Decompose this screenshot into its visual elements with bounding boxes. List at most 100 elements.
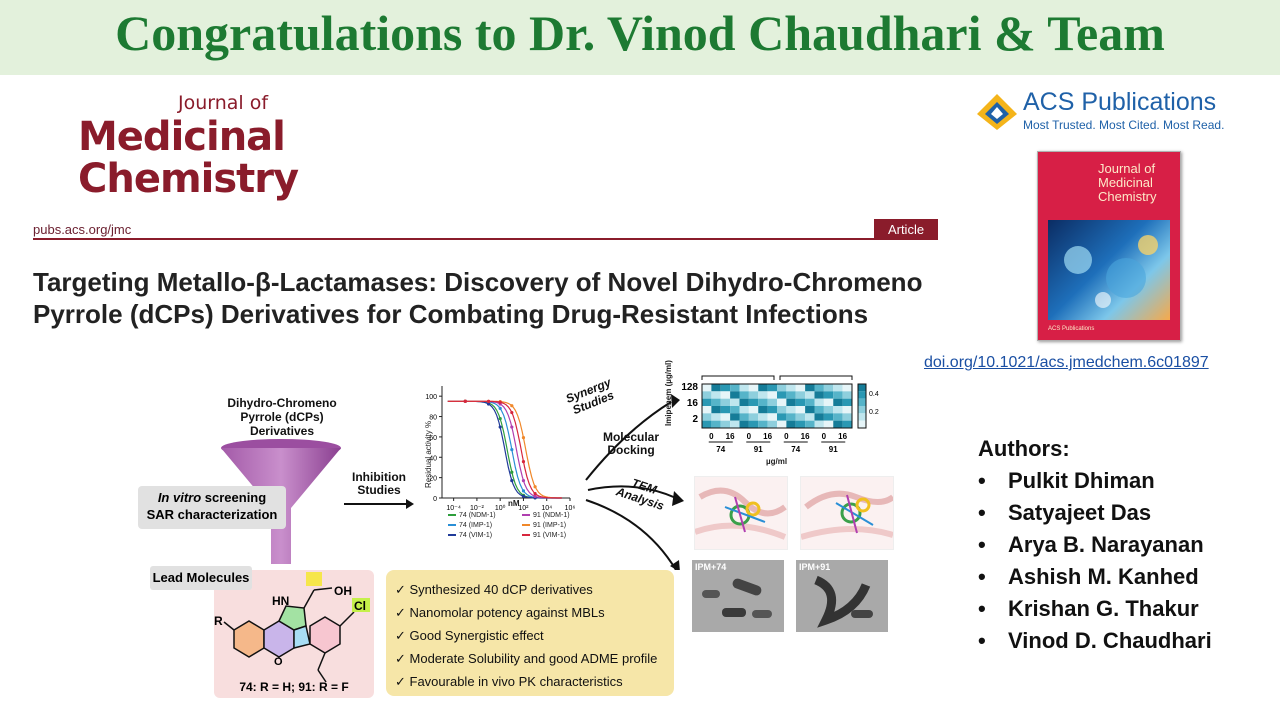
heatmap-cell bbox=[720, 384, 731, 392]
legend-label: 91 (VIM-1) bbox=[533, 532, 567, 539]
legend-swatch bbox=[522, 514, 530, 517]
heatmap-group-label: 91 bbox=[829, 445, 838, 454]
heatmap-cell bbox=[842, 420, 852, 428]
tem-image-label: IPM+91 bbox=[799, 562, 831, 572]
acs-logo: ACS Publications Most Trusted. Most Cite… bbox=[975, 88, 1225, 138]
heatmap-x-tick: 0 bbox=[822, 432, 827, 441]
heatmap-cell bbox=[823, 406, 834, 414]
data-point bbox=[521, 436, 526, 440]
colorbar-tick: 0.2 bbox=[869, 409, 879, 416]
heatmap-cell bbox=[702, 398, 712, 406]
heatmap-x-tick: 16 bbox=[801, 432, 810, 441]
x-tick-label: 10² bbox=[518, 505, 529, 512]
x-tick-label: 10⁻² bbox=[470, 505, 484, 512]
heatmap-cell bbox=[805, 420, 815, 428]
cover-artwork bbox=[1048, 220, 1170, 320]
heatmap-frame bbox=[701, 383, 853, 429]
heatmap-x-tick: 16 bbox=[838, 432, 847, 441]
heatmap-cell bbox=[739, 406, 749, 414]
heatmap-cell bbox=[748, 406, 759, 414]
heatmap-cell bbox=[730, 391, 740, 399]
heatmap-cell bbox=[702, 384, 712, 392]
legend-swatch bbox=[522, 534, 530, 537]
heatmap-cell bbox=[730, 406, 740, 414]
heatmap-y-tick: 128 bbox=[681, 382, 698, 393]
journal-site-link[interactable]: pubs.acs.org/jmc bbox=[33, 222, 132, 237]
heatmap-y-tick: 2 bbox=[692, 414, 698, 425]
data-point bbox=[498, 417, 502, 421]
heatmap-cell bbox=[758, 406, 768, 414]
heatmap-cell bbox=[795, 398, 806, 406]
data-point bbox=[510, 404, 514, 408]
article-type-badge: Article bbox=[874, 219, 938, 240]
heatmap-group-label: 74 bbox=[716, 445, 725, 454]
y-tick-label: 20 bbox=[429, 476, 437, 483]
heatmap-cell bbox=[711, 420, 721, 428]
heatmap-cell bbox=[767, 391, 777, 399]
legend-swatch bbox=[522, 524, 530, 527]
data-point bbox=[533, 485, 537, 489]
summary-list: ✓ Synthesized 40 dCP derivatives ✓ Nanom… bbox=[395, 578, 674, 693]
heatmap-cell bbox=[823, 391, 834, 399]
heatmap-cell bbox=[842, 391, 852, 399]
tem-image-label: IPM+74 bbox=[695, 562, 727, 572]
heatmap-cell bbox=[720, 413, 731, 421]
dose-chart-ylabel: Residual activity % bbox=[424, 420, 433, 488]
heatmap-x-tick: 0 bbox=[784, 432, 789, 441]
banner bbox=[0, 0, 1280, 75]
fan-arrows-icon bbox=[585, 394, 684, 570]
heatmap-cell bbox=[702, 420, 712, 428]
heatmap-cell bbox=[758, 413, 768, 421]
heatmap-cell bbox=[777, 391, 787, 399]
data-point bbox=[486, 399, 491, 403]
colorbar-segment bbox=[858, 406, 866, 414]
heatmap-cell bbox=[823, 420, 834, 428]
data-point bbox=[510, 470, 514, 474]
heatmap-cell bbox=[739, 420, 749, 428]
docking-pose-icon bbox=[693, 487, 787, 540]
heatmap-cell bbox=[777, 420, 787, 428]
data-point bbox=[521, 494, 526, 498]
legend-swatch bbox=[448, 514, 456, 517]
journal-cover: Journal of Medicinal Chemistry ACS Publi… bbox=[1037, 151, 1181, 341]
group-bracket bbox=[779, 375, 853, 380]
heatmap-cell bbox=[795, 420, 806, 428]
heatmap-cell bbox=[786, 384, 796, 392]
journal-logo-line1: Journal of bbox=[178, 92, 269, 114]
heatmap-cell bbox=[805, 406, 815, 414]
heatmap-x-tick: 16 bbox=[763, 432, 772, 441]
heatmap-cell bbox=[777, 406, 787, 414]
data-point bbox=[498, 406, 502, 410]
acs-emblem-icon bbox=[977, 94, 1017, 130]
colorbar-segment bbox=[858, 391, 866, 399]
heatmap-cell bbox=[711, 384, 721, 392]
header-rule bbox=[33, 238, 938, 240]
journal-logo-line2: Medicinal bbox=[78, 114, 286, 160]
doi-link[interactable]: doi.org/10.1021/acs.jmedchem.6c01897 bbox=[924, 354, 1209, 371]
heatmap-cell bbox=[786, 413, 796, 421]
heatmap-cell bbox=[758, 384, 768, 392]
data-point bbox=[510, 410, 514, 415]
heatmap-cell bbox=[748, 420, 759, 428]
heatmap-cell bbox=[748, 384, 759, 392]
docking-image-74 bbox=[693, 476, 788, 550]
colorbar-frame bbox=[857, 383, 867, 429]
heatmap-cell bbox=[833, 384, 843, 392]
heatmap-cell bbox=[805, 398, 815, 406]
heatmap-group-label: 91 bbox=[754, 445, 763, 454]
toc-graphic: Dihydro-Chromeno Pyrrole (dCPs) Derivati… bbox=[130, 360, 900, 705]
data-point bbox=[533, 491, 537, 496]
heatmap-cell bbox=[786, 398, 796, 406]
y-tick-label: 0 bbox=[433, 496, 437, 503]
heatmap-cell bbox=[805, 384, 815, 392]
legend-entry: 74 (IMP-1) bbox=[448, 522, 492, 529]
x-tick-label: 10⁶ bbox=[565, 505, 576, 512]
heatmap-cell bbox=[814, 413, 824, 421]
heatmap-cell bbox=[842, 384, 852, 392]
heatmap-cell bbox=[833, 391, 843, 399]
docking-image-91 bbox=[800, 476, 895, 550]
data-point bbox=[498, 425, 502, 429]
atom-label-r: R bbox=[214, 614, 223, 628]
data-point bbox=[533, 494, 537, 498]
